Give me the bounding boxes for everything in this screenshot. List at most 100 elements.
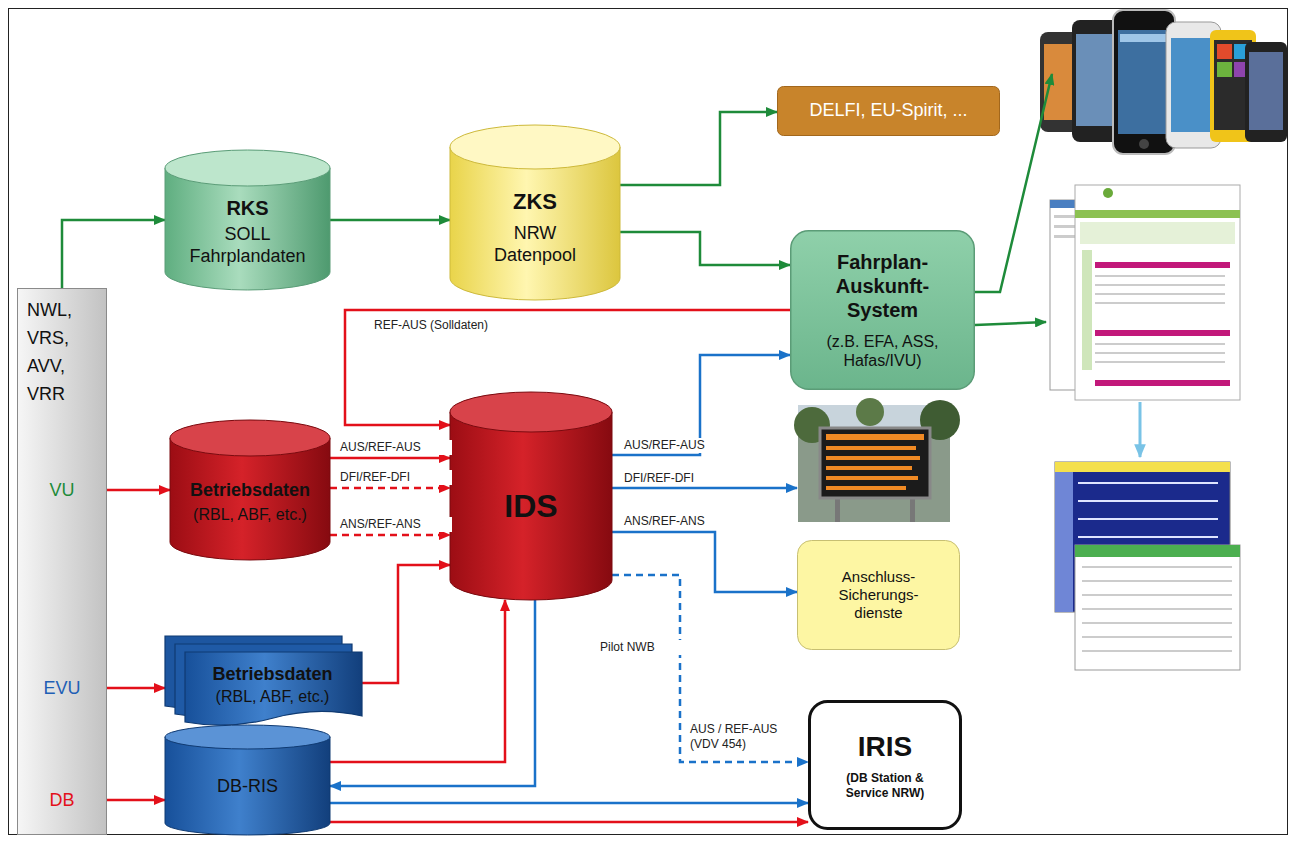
flow-label: Pilot NWB bbox=[598, 640, 692, 655]
box-outline bbox=[798, 541, 960, 650]
smartphones-picture bbox=[1249, 52, 1283, 130]
smartphones-picture bbox=[1139, 139, 1149, 149]
departure-screenshot bbox=[1082, 650, 1232, 652]
process-box: DELFI, EU-Spirit, ... bbox=[777, 86, 1000, 136]
text-area: DELFI, EU-Spirit, ... bbox=[785, 100, 992, 122]
website-screenshot bbox=[1082, 250, 1092, 370]
text-area: Betriebsdaten(RBL, ABF, etc.) bbox=[187, 664, 358, 707]
departure-screenshot bbox=[1082, 594, 1232, 596]
departure-screenshot bbox=[1055, 462, 1230, 472]
database-cylinder: RKS SOLL Fahrplandaten bbox=[165, 150, 330, 290]
output-arrows bbox=[612, 74, 1140, 488]
box-outline bbox=[810, 702, 961, 829]
cylinder-body bbox=[165, 737, 330, 835]
node-subtitle: (DB Station & Service NRW) bbox=[830, 771, 940, 800]
connector-arrow bbox=[620, 112, 777, 185]
text-area: ZKSNRW Datenpool bbox=[456, 189, 614, 267]
cyl-outline bbox=[165, 150, 330, 290]
connector-label: ANS/REF-ANS bbox=[622, 514, 726, 529]
website-screenshot bbox=[1080, 222, 1235, 244]
database-cylinder: Betriebsdaten (RBL, ABF, etc.) bbox=[170, 420, 330, 560]
connector-arrow bbox=[362, 565, 450, 683]
text-area: RKS SOLL Fahrplandaten bbox=[171, 196, 324, 267]
display-board-photo bbox=[826, 486, 906, 490]
departure-screenshot bbox=[1082, 566, 1232, 568]
smartphones-picture bbox=[1217, 62, 1232, 77]
smartphones-picture bbox=[1040, 10, 1287, 154]
connector-label: REF-AUS (Solldaten) bbox=[372, 318, 526, 333]
connector-arrow bbox=[330, 219, 450, 222]
departure-screenshot bbox=[1082, 580, 1232, 582]
connector-arrow bbox=[330, 487, 450, 490]
departure-screenshot bbox=[1055, 462, 1240, 670]
node-title: Betriebsdaten bbox=[187, 664, 358, 686]
process-box: IRIS (DB Station & Service NRW) bbox=[808, 700, 962, 830]
departure-screenshot bbox=[1078, 500, 1218, 502]
connector-arrow bbox=[107, 687, 165, 690]
website-screenshot bbox=[1103, 188, 1113, 198]
cylinder-top bbox=[165, 725, 330, 749]
node-title: Anschluss-Sicherungs-dienste bbox=[824, 568, 934, 622]
connector-label: AUS/REF-AUS bbox=[338, 440, 452, 455]
website-screenshot bbox=[1095, 352, 1225, 354]
departure-screenshot bbox=[1075, 545, 1240, 670]
connector-arrow bbox=[330, 802, 808, 805]
node-subtitle: NRW Datenpool bbox=[485, 223, 585, 266]
connector-label: AUS/REF-AUS bbox=[622, 438, 726, 453]
connector-label: ANS/REF-ANS bbox=[338, 517, 452, 532]
cylinder-body bbox=[450, 412, 612, 600]
website-screenshot bbox=[1095, 262, 1230, 268]
display-board-photo bbox=[826, 476, 918, 480]
process-box: Fahrplan-Auskunft-System(z.B. EFA, ASS, … bbox=[790, 230, 975, 390]
connector-arrow bbox=[330, 821, 808, 824]
website-screenshot bbox=[1095, 293, 1225, 295]
smartphones-picture bbox=[1245, 42, 1287, 142]
database-cylinder: IDS bbox=[450, 392, 612, 600]
connector-arrow bbox=[107, 799, 165, 802]
connector-arrow bbox=[612, 355, 790, 455]
box-outline bbox=[791, 231, 975, 390]
node-title: DB-RIS bbox=[169, 776, 326, 798]
connector-arrow bbox=[62, 220, 165, 288]
website-screenshot bbox=[1050, 185, 1240, 400]
database-cylinder: ZKSNRW Datenpool bbox=[450, 125, 620, 300]
flow-label: DFI/REF-DFI bbox=[622, 471, 726, 486]
process-box: Anschluss-Sicherungs-dienste bbox=[797, 540, 960, 650]
node-title: RKS bbox=[171, 196, 324, 220]
departure-screenshot bbox=[1082, 622, 1232, 624]
website-screenshot bbox=[1095, 302, 1225, 304]
departure-screenshot bbox=[1078, 482, 1218, 484]
website-screenshot bbox=[1095, 275, 1225, 277]
connector-label: DFI/REF-DFI bbox=[338, 470, 452, 485]
node-title: IDS bbox=[454, 487, 608, 525]
connector-arrow bbox=[107, 489, 170, 492]
bar-outline bbox=[18, 289, 107, 835]
display-board-photo bbox=[826, 456, 920, 460]
node-title: IRIS bbox=[816, 730, 954, 764]
organisation-label: NWL, VRS, AVV, VRR bbox=[27, 296, 89, 408]
display-board-photo bbox=[794, 398, 960, 522]
connector-arrow bbox=[330, 534, 450, 537]
box-outline bbox=[778, 87, 1000, 136]
connector-arrow bbox=[612, 575, 808, 762]
text-area: DB-RIS bbox=[169, 776, 326, 798]
website-screenshot bbox=[1075, 185, 1240, 400]
website-screenshot bbox=[1095, 343, 1225, 345]
cylinder-top bbox=[450, 392, 612, 432]
organisation-label: DB bbox=[17, 789, 107, 811]
smartphones-picture bbox=[1118, 30, 1170, 134]
node-subtitle: SOLL Fahrplandaten bbox=[183, 224, 313, 267]
text-area: Fahrplan-Auskunft-System(z.B. EFA, ASS, … bbox=[798, 250, 967, 370]
organisation-label: EVU bbox=[17, 677, 107, 699]
node-title: Betriebsdaten bbox=[174, 480, 326, 502]
display-board-photo bbox=[820, 428, 930, 498]
connector-arrow bbox=[612, 532, 797, 592]
connector-arrow bbox=[620, 232, 790, 265]
connector-label: AUS / REF-AUS (VDV 454) bbox=[688, 722, 796, 752]
node-subtitle: (RBL, ABF, etc.) bbox=[174, 505, 326, 524]
connector-arrow bbox=[330, 457, 450, 460]
document-sheet bbox=[185, 652, 362, 725]
node-subtitle: (RBL, ABF, etc.) bbox=[187, 687, 358, 706]
cylinder-top bbox=[170, 420, 330, 456]
website-screenshot bbox=[1095, 361, 1225, 363]
